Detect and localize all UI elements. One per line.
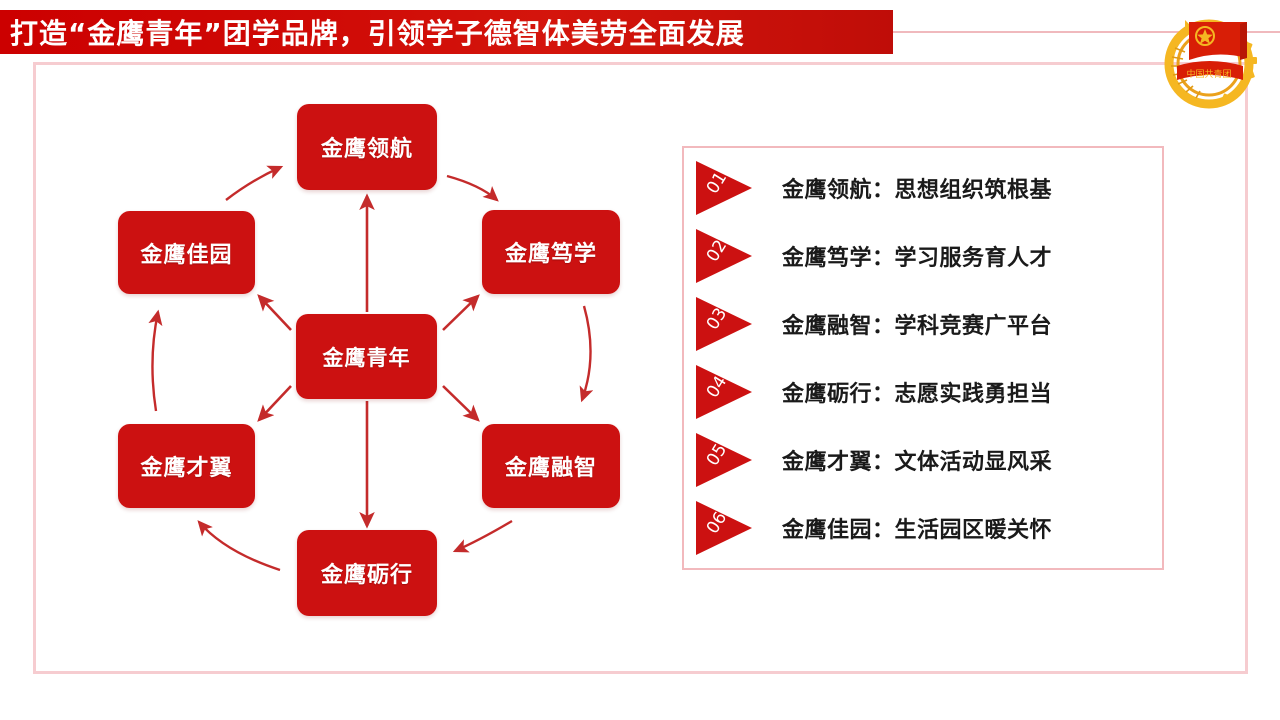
diagram-node-home[interactable]: 金鹰佳园 bbox=[118, 211, 255, 294]
legend-item-label: 金鹰笃学：学习服务育人才 bbox=[782, 246, 1053, 271]
legend-item[interactable]: 05 金鹰才翼：文体活动显风采 bbox=[684, 429, 1162, 491]
diagram-node-center-label: 金鹰青年 bbox=[322, 345, 411, 370]
diagram-node-center[interactable]: 金鹰青年 bbox=[296, 314, 437, 399]
legend-item-label: 金鹰砺行：志愿实践勇担当 bbox=[782, 382, 1053, 407]
legend-arrow-icon: 03 bbox=[696, 293, 760, 355]
brand-cycle-diagram: 金鹰领航 金鹰笃学 金鹰融智 金鹰砺行 金鹰才翼 金鹰佳园 金鹰青年 bbox=[118, 104, 620, 616]
legend-arrow-icon: 01 bbox=[696, 157, 760, 219]
diagram-node-lead-label: 金鹰领航 bbox=[320, 137, 413, 162]
diagram-node-study[interactable]: 金鹰笃学 bbox=[482, 210, 620, 294]
title-underline-rule bbox=[893, 31, 1280, 33]
legend-panel: 01 金鹰领航：思想组织筑根基 02 金鹰笃学：学习服务育人才 03 金鹰融智：… bbox=[682, 146, 1164, 570]
legend-item[interactable]: 02 金鹰笃学：学习服务育人才 bbox=[684, 225, 1162, 287]
legend-item[interactable]: 01 金鹰领航：思想组织筑根基 bbox=[684, 157, 1162, 219]
legend-arrow-icon: 02 bbox=[696, 225, 760, 287]
diagram-node-wisdom[interactable]: 金鹰融智 bbox=[482, 424, 620, 508]
title-bar: 打造“金鹰青年”团学品牌，引领学子德智体美劳全面发展 bbox=[0, 10, 893, 54]
legend-arrow-icon: 05 bbox=[696, 429, 760, 491]
legend-item[interactable]: 06 金鹰佳园：生活园区暖关怀 bbox=[684, 497, 1162, 559]
communist-youth-league-emblem-icon: 中国共青团 bbox=[1155, 2, 1263, 114]
diagram-node-practice-label: 金鹰砺行 bbox=[320, 563, 413, 588]
diagram-node-talent[interactable]: 金鹰才翼 bbox=[118, 424, 255, 508]
triangle-shape bbox=[696, 433, 752, 487]
legend-item-label: 金鹰佳园：生活园区暖关怀 bbox=[782, 518, 1053, 543]
triangle-shape bbox=[696, 161, 752, 215]
legend-item[interactable]: 04 金鹰砺行：志愿实践勇担当 bbox=[684, 361, 1162, 423]
legend-item[interactable]: 03 金鹰融智：学科竞赛广平台 bbox=[684, 293, 1162, 355]
legend-list: 01 金鹰领航：思想组织筑根基 02 金鹰笃学：学习服务育人才 03 金鹰融智：… bbox=[684, 148, 1162, 568]
triangle-shape bbox=[696, 229, 752, 283]
legend-item-label: 金鹰融智：学科竞赛广平台 bbox=[782, 314, 1053, 339]
legend-item-label: 金鹰才翼：文体活动显风采 bbox=[782, 450, 1053, 475]
slide-frame bbox=[33, 62, 1248, 674]
diagram-node-wisdom-label: 金鹰融智 bbox=[504, 456, 597, 481]
emblem-banner-text: 中国共青团 bbox=[1186, 68, 1231, 80]
diagram-node-home-label: 金鹰佳园 bbox=[140, 242, 233, 268]
triangle-shape bbox=[696, 297, 752, 351]
legend-arrow-icon: 06 bbox=[696, 497, 760, 559]
diagram-node-practice[interactable]: 金鹰砺行 bbox=[297, 530, 437, 616]
diagram-connectors bbox=[148, 165, 594, 572]
legend-arrow-icon: 04 bbox=[696, 361, 760, 423]
legend-item-label: 金鹰领航：思想组织筑根基 bbox=[782, 178, 1053, 203]
diagram-node-study-label: 金鹰笃学 bbox=[504, 242, 597, 267]
page-title: 打造“金鹰青年”团学品牌，引领学子德智体美劳全面发展 bbox=[10, 17, 745, 50]
diagram-node-talent-label: 金鹰才翼 bbox=[140, 456, 233, 481]
diagram-node-lead[interactable]: 金鹰领航 bbox=[297, 104, 437, 190]
triangle-shape bbox=[696, 501, 752, 555]
triangle-shape bbox=[696, 365, 752, 419]
